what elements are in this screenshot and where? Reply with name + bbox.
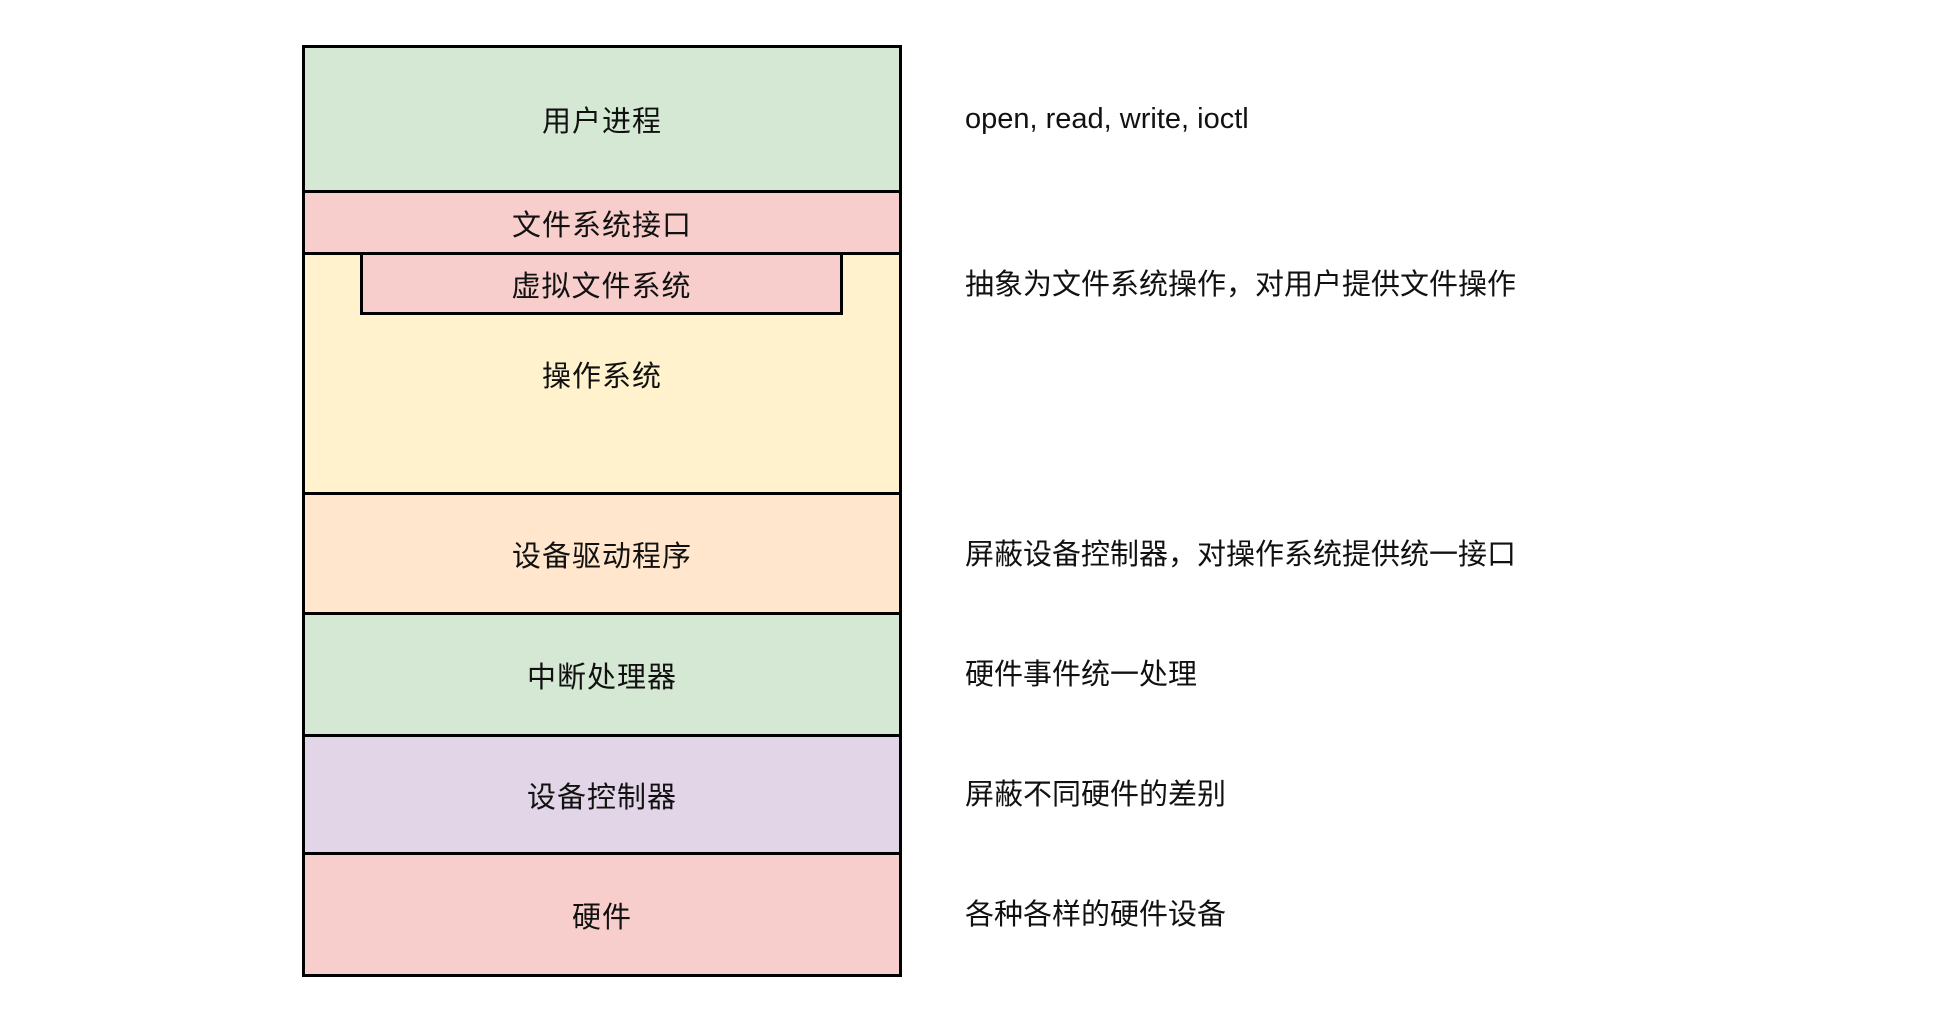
layer-fs-interface-label: 文件系统接口	[511, 209, 692, 242]
annotation-hardware: 各种各样的硬件设备	[965, 899, 1227, 931]
layer-hardware-label: 硬件	[571, 901, 632, 934]
layer-device-driver-label: 设备驱动程序	[511, 540, 692, 573]
layer-operating-system-label: 操作系统	[541, 361, 662, 393]
annotation-device-controller: 屏蔽不同硬件的差别	[965, 779, 1227, 811]
annotation-interrupt-handler: 硬件事件统一处理	[965, 659, 1198, 691]
layer-fs-interface: 文件系统接口	[302, 193, 902, 255]
layer-user-process-label: 用户进程	[541, 106, 662, 138]
layer-device-driver: 设备驱动程序	[302, 495, 902, 615]
layer-hardware: 硬件	[302, 855, 902, 977]
layer-operating-system: 虚拟文件系统 操作系统	[302, 255, 902, 495]
annotation-virtual-file-system: 抽象为文件系统操作，对用户提供文件操作	[965, 269, 1517, 301]
layer-device-controller-label: 设备控制器	[526, 781, 677, 814]
annotation-user-process: open, read, write, ioctl	[965, 103, 1249, 135]
layer-device-controller: 设备控制器	[302, 737, 902, 855]
annotation-device-driver: 屏蔽设备控制器，对操作系统提供统一接口	[965, 539, 1517, 571]
layer-virtual-file-system-label: 虚拟文件系统	[511, 270, 692, 303]
layer-stack: 用户进程 文件系统接口 虚拟文件系统 操作系统 设备驱动程序 中断处理器 设备控…	[302, 45, 902, 977]
layer-interrupt-handler-label: 中断处理器	[526, 661, 677, 694]
layer-interrupt-handler: 中断处理器	[302, 615, 902, 737]
layer-user-process: 用户进程	[302, 45, 902, 193]
layer-virtual-file-system: 虚拟文件系统	[360, 255, 843, 315]
